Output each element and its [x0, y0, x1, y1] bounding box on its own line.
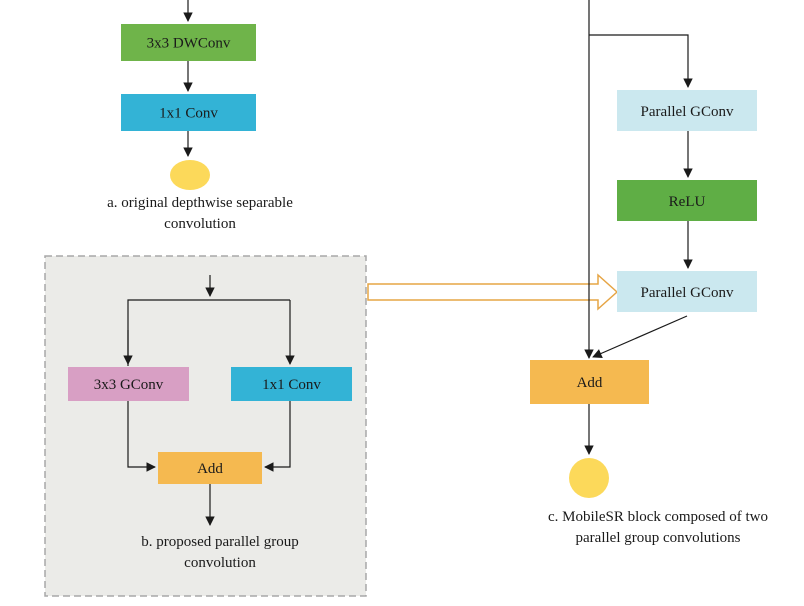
edge-conv-to-add: [264, 401, 291, 472]
add-label-c: Add: [577, 375, 603, 391]
caption-b-line1: b. proposed parallel group: [141, 534, 298, 550]
conv1x1-node-b: [231, 367, 352, 401]
edge-pgconv2-to-add: [592, 315, 688, 358]
relu-node: [617, 180, 757, 221]
add-node-c: [530, 360, 649, 404]
pgconv1-label: Parallel GConv: [641, 104, 734, 120]
edge-branch-to-pgconv1: [589, 34, 693, 88]
caption-c-line1: c. MobileSR block composed of two: [548, 509, 768, 525]
replacement-arrow: [367, 273, 619, 311]
panel-b-parallel-gconv: 3x3 GConv 1x1 Conv Add b. proposed paral…: [44, 255, 367, 597]
panel-c-mobilesr-block: Parallel GConv ReLU Parallel GConv Add c…: [530, 0, 768, 546]
add-node-b: [158, 452, 262, 484]
caption-c-line2: parallel group convolutions: [576, 530, 741, 546]
gconv3x3-node: [68, 367, 189, 401]
output-dot-c: [569, 458, 609, 498]
panel-b-background: [44, 255, 367, 597]
relu-label: ReLU: [669, 194, 706, 210]
pgconv2-node: [617, 271, 757, 312]
pgconv2-label: Parallel GConv: [641, 285, 734, 301]
caption-b-line2: convolution: [184, 555, 256, 571]
dwconv-node: [121, 24, 256, 61]
output-dot-a: [170, 160, 210, 190]
conv1x1-node-a: [121, 94, 256, 131]
caption-a-line2: convolution: [164, 216, 236, 232]
dwconv-label: 3x3 DWConv: [147, 36, 231, 52]
edge-gconv-to-add: [127, 401, 156, 472]
conv1x1-label-a: 1x1 Conv: [159, 106, 218, 122]
pgconv1-node: [617, 90, 757, 131]
caption-a-line1: a. original depthwise separable: [107, 195, 293, 211]
gconv3x3-label: 3x3 GConv: [94, 377, 164, 393]
conv1x1-label-b: 1x1 Conv: [262, 377, 321, 393]
panel-a-original-dwconv: 3x3 DWConv 1x1 Conv a. original depthwis…: [107, 0, 293, 232]
add-label-b: Add: [197, 461, 223, 477]
